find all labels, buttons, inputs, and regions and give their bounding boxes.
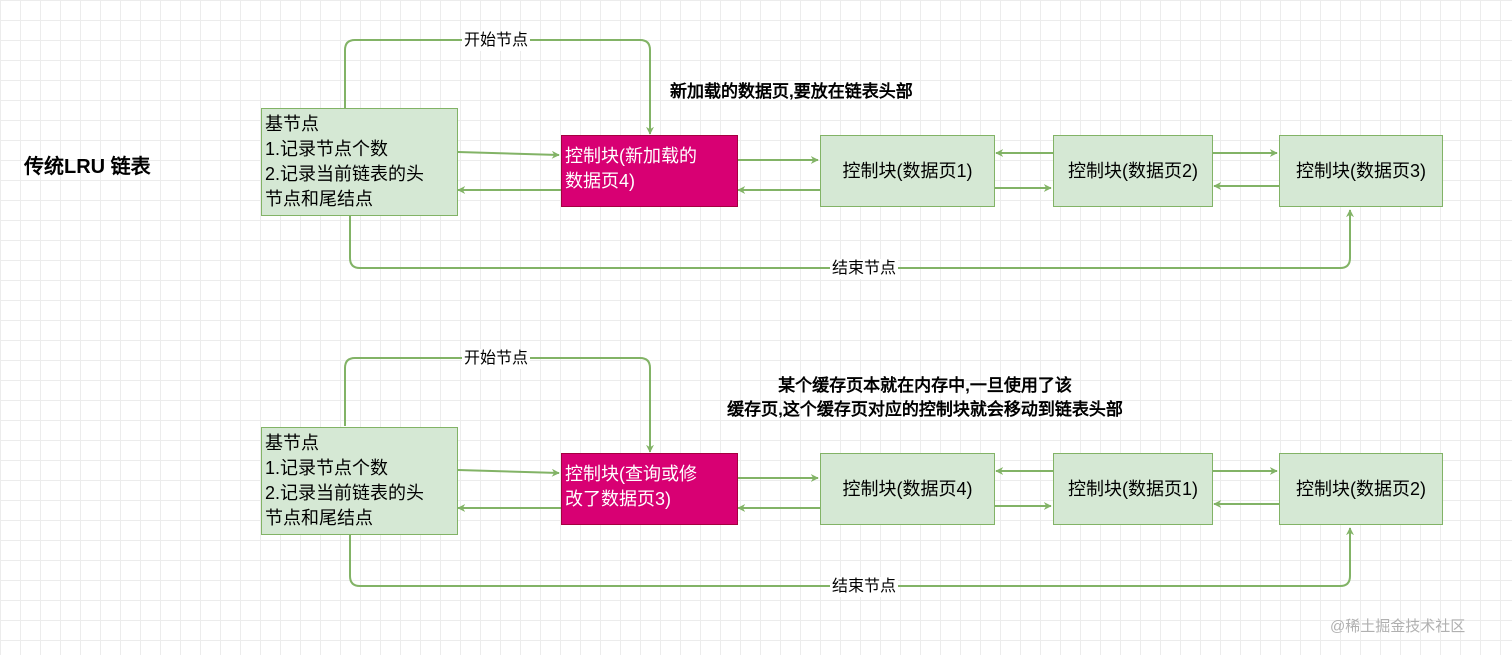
base-node-2-line-4: 节点和尾结点 [265, 508, 373, 528]
diagram-title: 传统LRU 链表 [24, 156, 151, 178]
hot-control-block-1-line-1: 控制块(新加载的 [565, 146, 697, 166]
note-2-line-2: 缓存页,这个缓存页对应的控制块就会移动到链表头部 [727, 400, 1123, 419]
base-node-1-line-1: 基节点 [265, 114, 319, 134]
control-block-node-2-2[interactable]: 控制块(数据页1) [1053, 453, 1213, 525]
base-node-1-line-4: 节点和尾结点 [265, 189, 373, 209]
control-block-node-1-1[interactable]: 控制块(数据页1) [820, 135, 995, 207]
hot-control-block-2-line-1: 控制块(查询或修 [565, 464, 697, 484]
watermark: @稀土掘金技术社区 [1330, 618, 1466, 635]
end-node-label-1: 结束节点 [830, 259, 899, 279]
note-2-line-1: 某个缓存页本就在内存中,一旦使用了该 [778, 376, 1072, 395]
base-node-1-line-3: 2.记录当前链表的头 [265, 164, 425, 184]
control-block-node-1-1-label: 控制块(数据页1) [842, 160, 973, 181]
base-node-2-line-1: 基节点 [265, 433, 319, 453]
hot-control-block-1-line-2: 数据页4) [565, 171, 636, 191]
note-2: 某个缓存页本就在内存中,一旦使用了该 缓存页,这个缓存页对应的控制块就会移动到链… [660, 374, 1190, 422]
hot-control-block-1[interactable]: 控制块(新加载的 数据页4) [561, 135, 738, 207]
base-node-2[interactable]: 基节点 1.记录节点个数 2.记录当前链表的头 节点和尾结点 [261, 427, 458, 535]
control-block-node-2-2-label: 控制块(数据页1) [1068, 478, 1198, 499]
control-block-node-1-2-label: 控制块(数据页2) [1068, 160, 1198, 181]
control-block-node-1-2[interactable]: 控制块(数据页2) [1053, 135, 1213, 207]
control-block-node-2-1[interactable]: 控制块(数据页4) [820, 453, 995, 525]
base-node-2-line-3: 2.记录当前链表的头 [265, 483, 425, 503]
link-base-to-hot-2 [457, 468, 560, 477]
control-block-node-2-1-label: 控制块(数据页4) [842, 478, 973, 499]
base-node-1[interactable]: 基节点 1.记录节点个数 2.记录当前链表的头 节点和尾结点 [261, 108, 458, 216]
base-node-2-line-2: 1.记录节点个数 [265, 458, 389, 478]
end-node-label-2: 结束节点 [830, 577, 899, 597]
control-block-node-2-3-label: 控制块(数据页2) [1296, 478, 1426, 499]
start-node-label-1: 开始节点 [462, 31, 531, 51]
control-block-node-1-3-label: 控制块(数据页3) [1296, 160, 1426, 181]
start-node-label-2: 开始节点 [462, 349, 531, 369]
note-1-line-1: 新加载的数据页,要放在链表头部 [670, 82, 913, 101]
control-block-node-1-3[interactable]: 控制块(数据页3) [1279, 135, 1443, 207]
hot-control-block-2[interactable]: 控制块(查询或修 改了数据页3) [561, 453, 738, 525]
link-base-to-hot-1 [457, 150, 560, 159]
hot-control-block-2-line-2: 改了数据页3) [565, 489, 672, 509]
control-block-node-2-3[interactable]: 控制块(数据页2) [1279, 453, 1443, 525]
base-node-1-line-2: 1.记录节点个数 [265, 139, 389, 159]
